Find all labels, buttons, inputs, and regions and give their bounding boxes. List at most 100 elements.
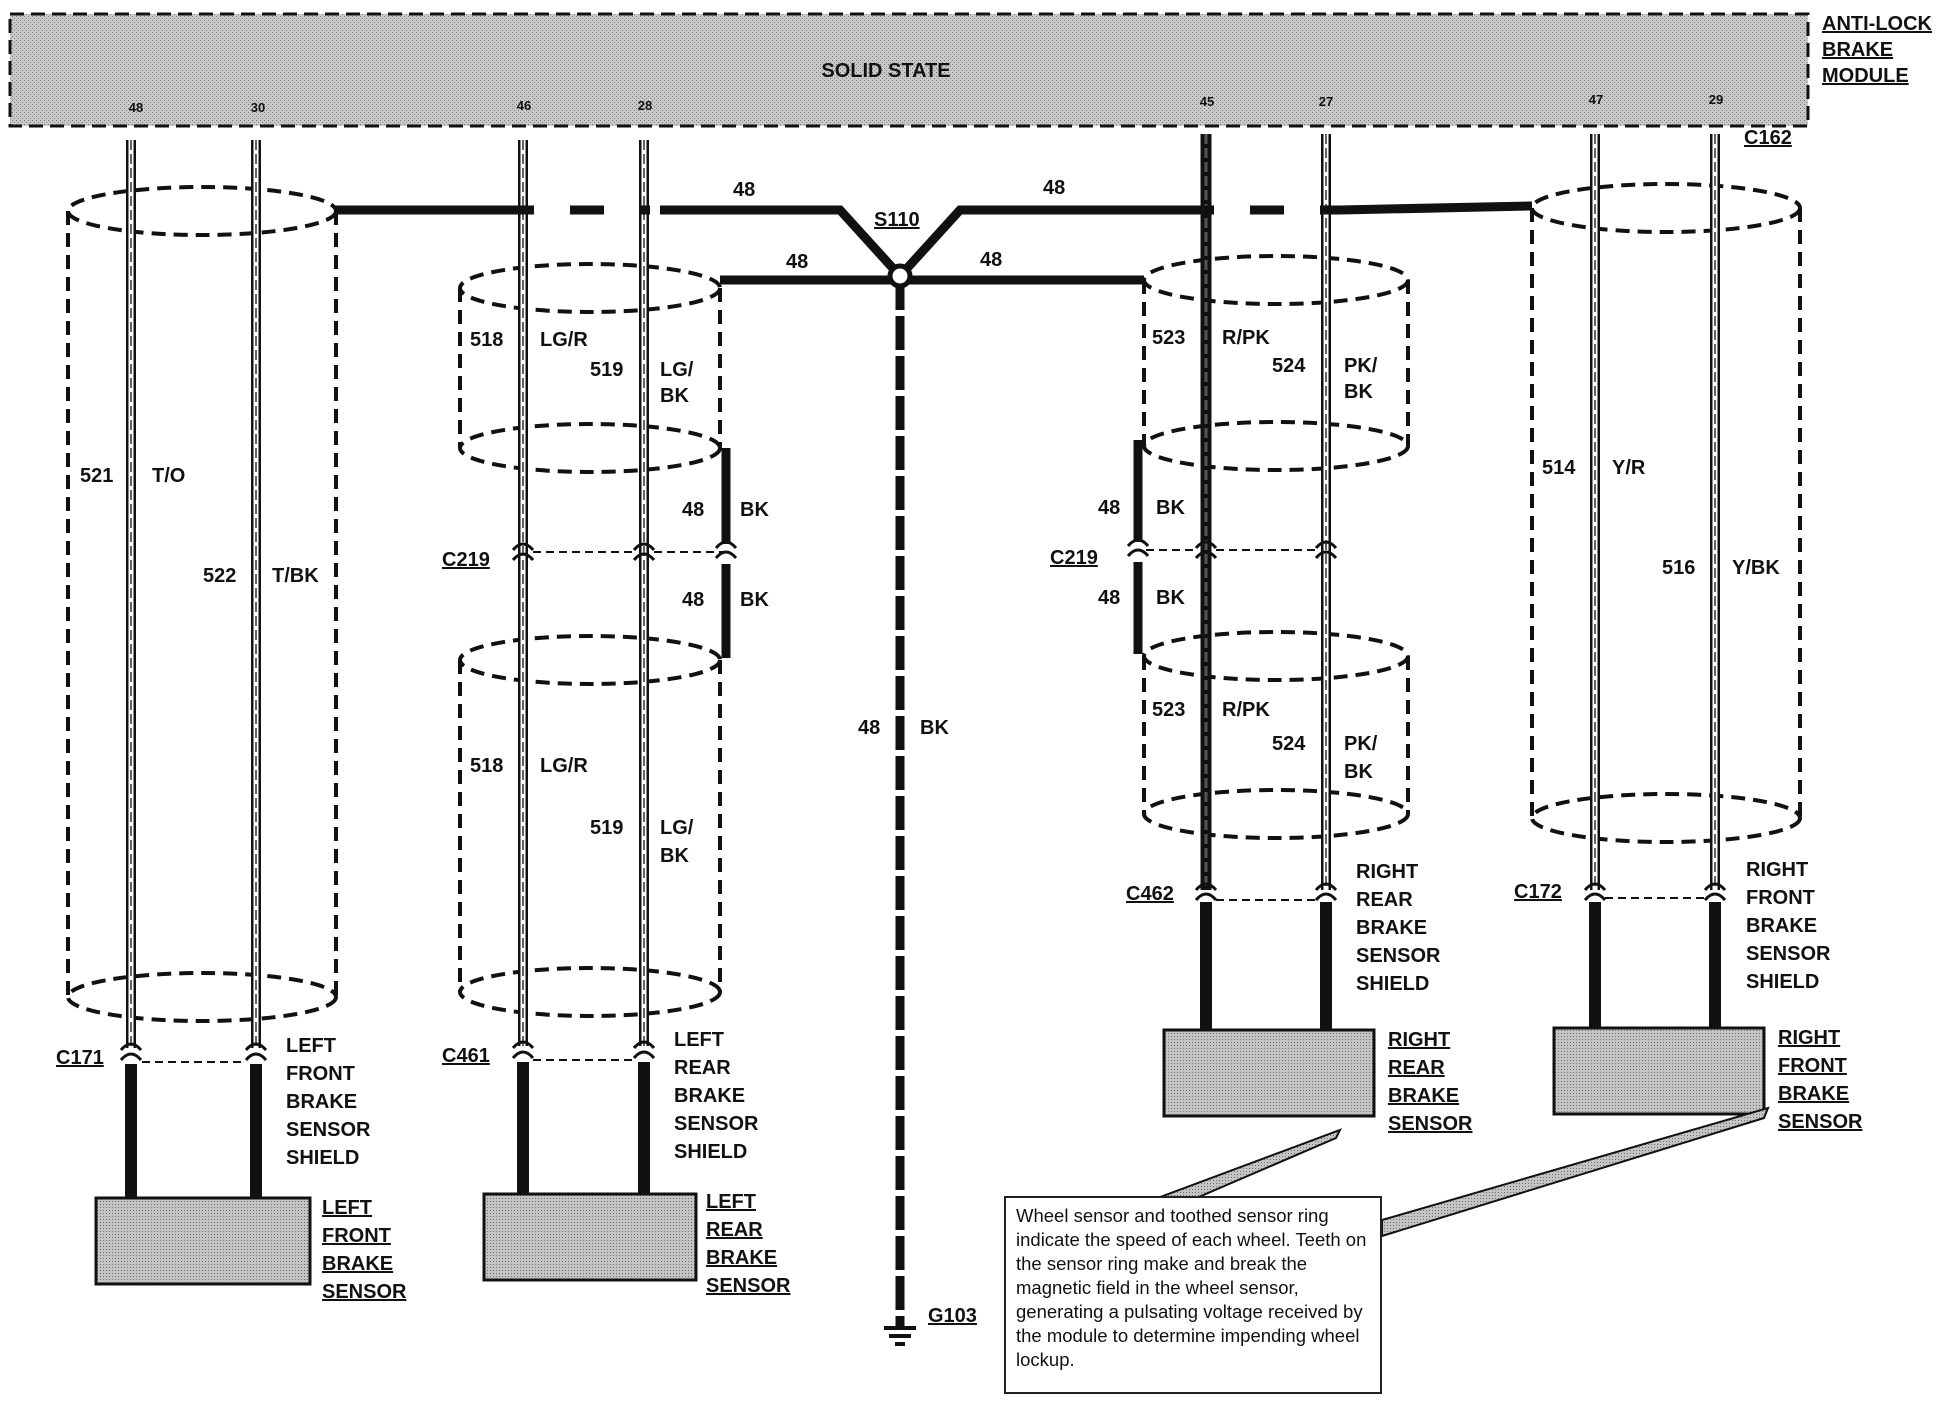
svg-text:RIGHT: RIGHT [1778,1027,1840,1049]
pin-47: 47 [1589,92,1603,107]
solid-state-label: SOLID STATE [821,60,950,82]
right-rear-shield-label: RIGHT REAR BRAKE SENSOR SHIELD [1356,861,1441,995]
pin-46: 46 [517,98,531,113]
svg-text:SHIELD: SHIELD [1746,971,1819,993]
left-rear-shield-label: LEFT REAR BRAKE SENSOR SHIELD [674,1029,759,1163]
lr-upper-518-color: LG/R [540,329,588,351]
rr-lower-524-color-2: BK [1344,761,1373,783]
lr-shield-lower-color: BK [740,589,769,611]
svg-text:FRONT: FRONT [1778,1055,1847,1077]
left-rear-group: C219 48 BK 48 BK 518 LG/R 519 LG/ BK 518… [442,140,791,1297]
svg-text:REAR: REAR [1388,1057,1445,1079]
right-front-shield-label: RIGHT FRONT BRAKE SENSOR SHIELD [1746,859,1831,993]
rr-lower-523-number: 523 [1152,699,1185,721]
rr-lower-523-color: R/PK [1222,699,1270,721]
mid-left-48: 48 [786,251,808,273]
svg-text:FRONT: FRONT [286,1063,355,1085]
svg-text:BRAKE: BRAKE [706,1247,777,1269]
svg-text:BRAKE: BRAKE [1746,915,1817,937]
pin-29: 29 [1709,92,1723,107]
c461-label: C461 [442,1045,490,1067]
rr-lower-524-number: 524 [1272,733,1306,755]
left-rear-sensor-label: LEFT REAR BRAKE SENSOR [706,1191,791,1297]
c462-label: C462 [1126,883,1174,905]
rr-upper-524-number: 524 [1272,355,1306,377]
svg-text:SENSOR: SENSOR [1746,943,1831,965]
module-name-line-2: BRAKE [1822,39,1893,61]
c172-label: C172 [1514,881,1562,903]
right-rear-sensor-box [1162,1028,1376,1118]
svg-text:BRAKE: BRAKE [1388,1085,1459,1107]
right-front-sensor-label: RIGHT FRONT BRAKE SENSOR [1778,1027,1863,1133]
svg-text:SENSOR: SENSOR [706,1275,791,1297]
svg-text:LEFT: LEFT [706,1191,756,1213]
left-front-sensor-box [94,1196,312,1286]
svg-text:RIGHT: RIGHT [1388,1029,1450,1051]
svg-text:BRAKE: BRAKE [286,1091,357,1113]
abs-module: SOLID STATE ANTI-LOCK BRAKE MODULE 48 30… [8,12,1933,149]
top-left-48: 48 [733,179,755,201]
lr-lower-519-color-2: BK [660,845,689,867]
wire-514-color: Y/R [1612,457,1646,479]
lr-lower-518-color: LG/R [540,755,588,777]
ground-icon [884,1326,916,1346]
lr-lower-518-number: 518 [470,755,503,777]
rr-upper-523-number: 523 [1152,327,1185,349]
rr-shield-upper-color: BK [1156,497,1185,519]
svg-text:SENSOR: SENSOR [322,1281,407,1303]
right-rear-sensor-label: RIGHT REAR BRAKE SENSOR [1388,1029,1473,1135]
right-front-sensor-box [1552,1026,1766,1116]
ground-wire-color: BK [920,717,949,739]
svg-text:REAR: REAR [674,1057,731,1079]
lr-upper-519-color-2: BK [660,385,689,407]
module-name-line-3: MODULE [1822,65,1909,87]
lr-upper-518-number: 518 [470,329,503,351]
right-rear-group: C219 48 BK 48 BK 523 R/PK 524 PK/ BK 523… [1050,134,1473,1135]
mid-right-48: 48 [980,249,1002,271]
c219-right-label: C219 [1050,547,1098,569]
svg-text:BRAKE: BRAKE [674,1085,745,1107]
svg-text:SENSOR: SENSOR [1388,1113,1473,1135]
wire-521-number: 521 [80,465,113,487]
svg-text:SENSOR: SENSOR [1356,945,1441,967]
wire-516-color: Y/BK [1732,557,1780,579]
rr-shield-lower-color: BK [1156,587,1185,609]
wire-522-color: T/BK [272,565,319,587]
rr-upper-523-color: R/PK [1222,327,1270,349]
lr-shield-lower-number: 48 [682,589,704,611]
svg-text:FRONT: FRONT [1746,887,1815,909]
svg-text:BRAKE: BRAKE [1778,1083,1849,1105]
lr-shield-upper-color: BK [740,499,769,521]
lr-upper-519-color-1: LG/ [660,359,694,381]
svg-text:SENSOR: SENSOR [1778,1111,1863,1133]
rr-shield-lower-number: 48 [1098,587,1120,609]
pin-48-lf: 48 [129,100,143,115]
left-front-group: 521 T/O 522 T/BK C171 LEFT FRONT BRAKE S… [56,140,407,1303]
svg-text:BRAKE: BRAKE [322,1253,393,1275]
lr-lower-519-color-1: LG/ [660,817,694,839]
svg-text:LEFT: LEFT [674,1029,724,1051]
s110-label: S110 [874,209,920,231]
rr-lower-524-color-1: PK/ [1344,733,1378,755]
lr-shield-upper-number: 48 [682,499,704,521]
wire-521-color: T/O [152,465,185,487]
svg-text:REAR: REAR [706,1219,763,1241]
top-right-48: 48 [1043,177,1065,199]
c162-label: C162 [1744,127,1792,149]
svg-text:SHIELD: SHIELD [286,1147,359,1169]
pin-30: 30 [251,100,265,115]
c219-left-label: C219 [442,549,490,571]
rr-upper-524-color-2: BK [1344,381,1373,403]
wire-522-number: 522 [203,565,236,587]
rr-upper-524-color-1: PK/ [1344,355,1378,377]
right-front-group: 514 Y/R 516 Y/BK C172 RIGHT FRONT BRAKE … [1514,134,1863,1133]
rr-shield-upper-number: 48 [1098,497,1120,519]
svg-text:LEFT: LEFT [286,1035,336,1057]
module-name-line-1: ANTI-LOCK [1822,13,1933,35]
ground-wire-number: 48 [858,717,880,739]
g103-label: G103 [928,1305,977,1327]
sensor-description-note: Wheel sensor and toothed sensor ring ind… [1004,1196,1382,1394]
wire-516-number: 516 [1662,557,1695,579]
svg-text:SENSOR: SENSOR [674,1113,759,1135]
